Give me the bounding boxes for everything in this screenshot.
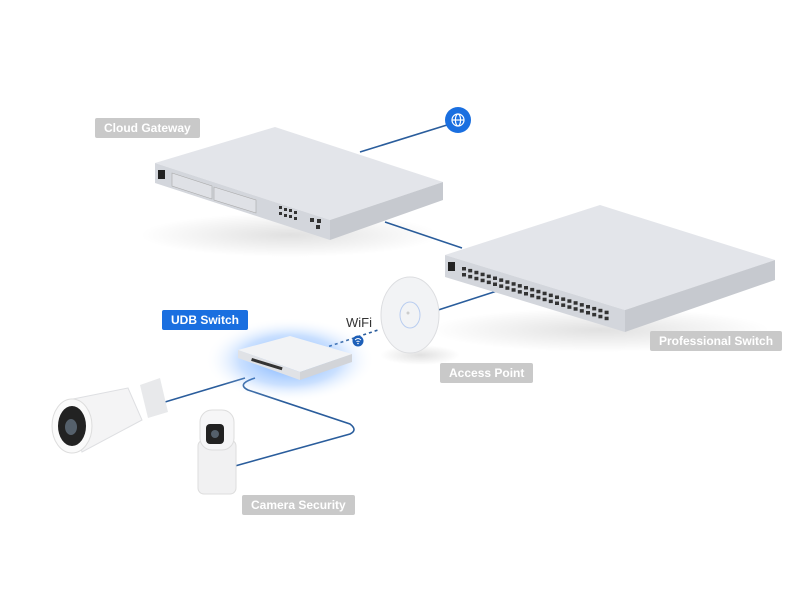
label-cloud-gateway: Cloud Gateway [95,118,200,138]
switch-port [586,311,590,315]
switch-port [579,309,584,313]
switch-port [493,282,497,286]
switch-port [462,267,466,271]
bullet-camera-device [51,378,168,454]
switch-port [592,312,597,317]
label-access-point: Access Point [440,363,534,383]
switch-port [604,316,609,321]
switch-port [555,301,559,305]
switch-port [462,273,466,277]
switch-port [493,276,497,280]
switch-port [517,284,522,288]
switch-port [567,299,572,303]
udb-switch-device [205,318,375,402]
switch-port [573,301,578,305]
switch-port [592,306,597,311]
link-pro-switch-ap [431,289,501,313]
label-camera-security: Camera Security [242,495,355,515]
switch-port [511,288,516,292]
switch-port [567,305,572,309]
switch-port [511,282,516,286]
switch-port [474,270,479,275]
switch-port [468,274,473,279]
switch-port [604,310,609,315]
switch-port [524,292,528,296]
switch-port [542,291,547,296]
label-professional-switch: Professional Switch [650,331,783,351]
switch-port [505,286,510,290]
globe-icon [445,107,471,133]
switch-port [499,278,504,282]
switch-port [561,297,566,301]
link-internet-gateway [359,124,448,153]
switch-port [598,314,603,319]
switch-port [530,293,535,298]
wifi-icon [352,335,364,347]
switch-port [598,308,603,313]
professional-switch-device [430,205,775,352]
switch-port [524,286,528,290]
switch-port [542,297,547,302]
switch-port [530,287,535,292]
switch-port [586,305,590,309]
switch-port [548,299,553,304]
label-udb-switch: UDB Switch [162,310,249,330]
switch-port [499,284,504,288]
switch-port [561,303,566,307]
switch-port [486,280,491,285]
dome-camera-device [197,409,237,495]
switch-port [480,278,485,283]
switch-port [573,307,578,311]
switch-port [536,295,541,300]
switch-port [548,293,553,298]
access-point-device [380,276,460,365]
switch-port [517,290,522,294]
switch-port [555,295,559,299]
wifi-label: WiFi [346,315,372,330]
switch-port [474,276,479,281]
switch-port [480,272,485,277]
switch-port [579,303,584,307]
switch-port [468,268,473,273]
switch-port [536,289,541,294]
switch-port [505,280,510,284]
switch-port [486,274,491,279]
cloud-gateway-device [140,127,443,257]
